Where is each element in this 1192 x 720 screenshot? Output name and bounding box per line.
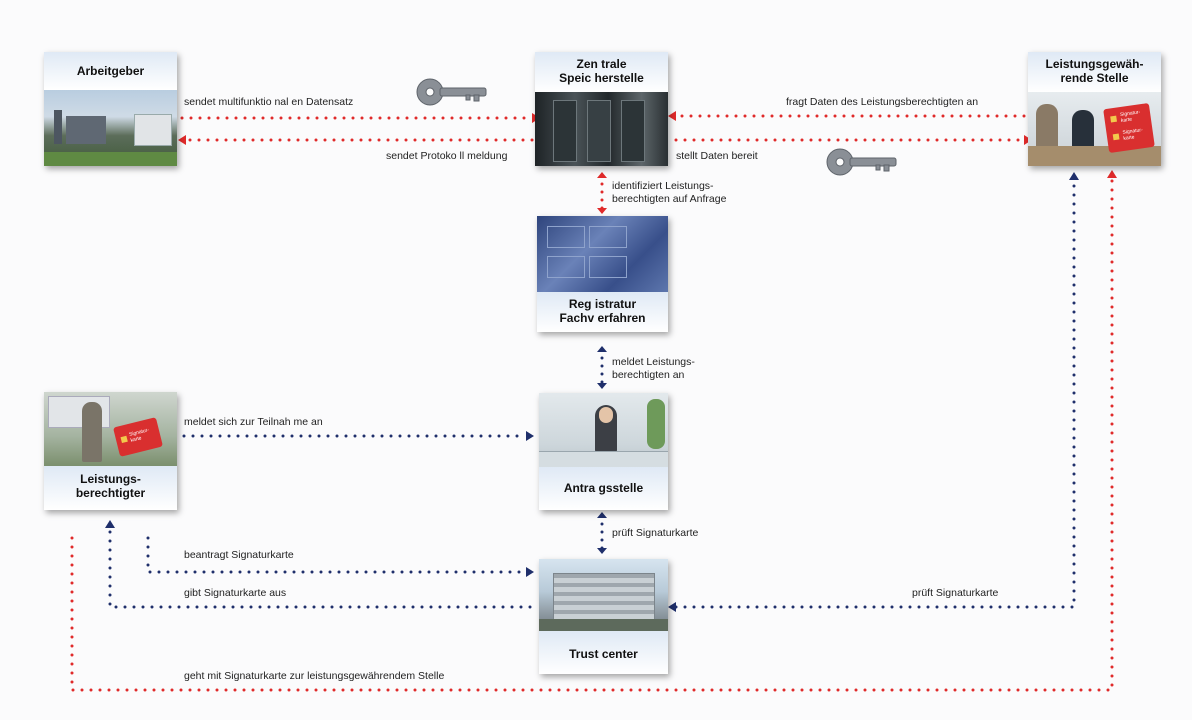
label-sendet-datensatz: sendet multifunktio nal en Datensatz (184, 96, 354, 108)
node-antragsstelle: Antra gsstelle (539, 393, 668, 510)
node-trust-center: Trust center (539, 559, 668, 674)
key-icon (416, 78, 487, 106)
flow-prueft-trust (674, 178, 1076, 609)
label-meldet-teilnahme: meldet sich zur Teilnah me an (184, 416, 323, 428)
node-title: Antra gsstelle (539, 467, 668, 510)
card-label: Signatur- karte (1119, 109, 1141, 125)
arrowhead (597, 208, 607, 214)
label-prueft-signaturkarte-2: prüft Signaturkarte (912, 587, 999, 599)
arrowhead (597, 346, 607, 352)
label-meldet-an: meldet Leistungs- berechtigten an (612, 356, 695, 381)
flow-gibt-aus (108, 526, 532, 609)
arrowhead (597, 172, 607, 178)
filing-drawers-image (537, 216, 668, 292)
label-stellt-daten: stellt Daten bereit (676, 150, 758, 162)
node-title: Leistungsgewäh- rende Stelle (1028, 52, 1161, 92)
arrowhead (668, 111, 676, 121)
label-prueft-signaturkarte: prüft Signaturkarte (612, 527, 699, 539)
arrowhead (597, 512, 607, 518)
label-sendet-protokoll: sendet Protoko ll meldung (386, 150, 508, 162)
label-identifiziert: identifiziert Leistungs- berechtigten au… (612, 180, 727, 205)
arrowhead (526, 567, 534, 577)
node-title: Trust center (539, 631, 668, 674)
person-with-card-image: Signatur- karte (44, 392, 177, 466)
node-title: Leistungs- berechtigter (44, 466, 177, 510)
node-leistungsberechtigter: Signatur- karte Leistungs- berechtigter (44, 392, 177, 510)
arrowhead (526, 431, 534, 441)
label-geht-mit-karte: geht mit Signaturkarte zur leistungsgewä… (184, 670, 445, 682)
key-icon (826, 148, 897, 176)
card-label: Signatur- karte (1122, 127, 1144, 142)
office-building-image (539, 559, 668, 631)
label-gibt-aus: gibt Signaturkarte aus (184, 587, 287, 599)
node-leistungsgewaehrende-stelle: Leistungsgewäh- rende Stelle Signatur- k… (1028, 52, 1161, 166)
signature-card-icon: Signatur- karte Signatur- karte (1103, 103, 1155, 153)
flow-geht-mit-karte (70, 174, 1114, 692)
node-registratur-fachverfahren: Reg istratur Fachv erfahren (537, 216, 668, 332)
arrowhead (105, 520, 115, 528)
card-label: Signatur- karte (128, 427, 150, 444)
label-beantragt: beantragt Signaturkarte (184, 549, 294, 561)
server-room-image (535, 92, 668, 166)
reception-desk-image (539, 393, 668, 468)
arrowhead (597, 383, 607, 389)
office-meeting-image: Signatur- karte Signatur- karte (1028, 92, 1161, 166)
node-title: Reg istratur Fachv erfahren (537, 292, 668, 332)
signature-card-icon: Signatur- karte (113, 417, 163, 457)
node-title: Zen trale Speic herstelle (535, 52, 668, 92)
arrowhead (668, 602, 676, 612)
arrowhead (1069, 172, 1079, 180)
arrowhead (178, 135, 186, 145)
node-arbeitgeber: Arbeitgeber (44, 52, 177, 166)
arrowhead (597, 548, 607, 554)
arrowhead (1107, 170, 1117, 178)
label-fragt-daten: fragt Daten des Leistungsberechtigten an (786, 96, 979, 108)
node-zentrale-speicherstelle: Zen trale Speic herstelle (535, 52, 668, 166)
node-title: Arbeitgeber (44, 52, 177, 90)
factory-image (44, 90, 177, 166)
